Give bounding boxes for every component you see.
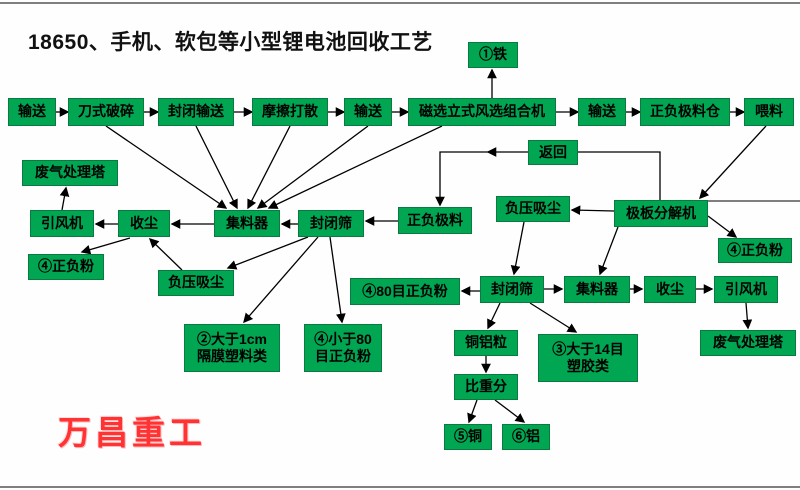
node-cixuan-zuheji: 磁选立式风选组合机 — [408, 98, 556, 126]
node-zhengfujiliao: 正负极料 — [398, 207, 472, 234]
node-yinfengji-1: 引风机 — [30, 210, 94, 237]
node-sujiaolei: ③大于14目 塑胶类 — [538, 334, 638, 382]
node-fuyaxichen-2: 负压吸尘 — [158, 270, 234, 296]
node-shouchen-1: 收尘 — [118, 210, 170, 237]
flow-arrow — [494, 399, 526, 423]
node-xiaoyu80-zhengfufen: ④小于80 目正负粉 — [304, 324, 382, 372]
node-shusong-1: 输送 — [8, 98, 56, 126]
flow-arrow — [195, 125, 238, 210]
flow-arrow — [80, 237, 131, 255]
node-fanhui: 返回 — [528, 140, 578, 165]
node-mocadasan: 摩擦打散 — [252, 98, 328, 126]
node-shouchen-2: 收尘 — [644, 276, 696, 303]
node-jiliaoqi-2: 集料器 — [564, 276, 630, 303]
flow-arrow — [742, 302, 753, 330]
node-shusong-3: 输送 — [578, 98, 626, 126]
flow-arrow — [510, 221, 525, 276]
node-fengbishusong: 封闭输送 — [158, 98, 234, 126]
flow-arrow — [699, 125, 767, 200]
page-title: 18650、手机、软包等小型锂电池回收工艺 — [28, 31, 433, 54]
node-80mu-zhengfufen: ④80目正负粉 — [350, 278, 460, 305]
node-lv: ⑥铝 — [502, 424, 550, 450]
watermark: 万昌重工 — [58, 414, 206, 451]
node-fuyaxichen-1: 负压吸尘 — [496, 196, 570, 222]
node-tonglvli: 铜铝粒 — [454, 330, 518, 356]
flow-arrow — [226, 236, 309, 270]
node-jiliaoqi-1: 集料器 — [214, 210, 280, 237]
node-tie: ①铁 — [468, 42, 518, 68]
node-zhengfufen-left: ④正负粉 — [28, 254, 104, 280]
node-feiqichulita-2: 废气处理塔 — [700, 330, 796, 356]
flow-arrow — [243, 236, 319, 324]
node-zhengfufen-right: ④正负粉 — [718, 238, 792, 263]
node-fengbishai-1: 封闭筛 — [298, 210, 364, 237]
node-shusong-2: 输送 — [344, 98, 392, 126]
flow-arrow — [467, 399, 478, 424]
node-tong: ⑤铜 — [444, 424, 492, 450]
node-yinfengji-2: 引风机 — [714, 276, 778, 303]
node-fengbishai-2: 封闭筛 — [480, 276, 544, 303]
node-bizhongfen: 比重分 — [454, 374, 518, 400]
flow-arrow — [529, 302, 578, 333]
flow-arrow — [256, 125, 369, 209]
node-daoshiposui: 刀式破碎 — [68, 98, 144, 126]
flow-arrow — [487, 302, 501, 330]
flow-arrow — [247, 125, 291, 210]
flow-arrow — [570, 205, 615, 216]
node-gemo-suliaolei: ②大于1cm 隔膜塑料类 — [184, 324, 280, 372]
flow-arrow — [105, 125, 228, 209]
flow-arrow — [598, 226, 619, 276]
flow-arrow — [148, 237, 183, 271]
flow-arrow — [435, 151, 488, 207]
flow-arrow — [267, 125, 443, 209]
flow-arrow — [329, 236, 346, 324]
flow-arrow — [707, 215, 738, 238]
flow-arrow — [59, 186, 70, 211]
node-weiliao: 喂料 — [744, 98, 794, 126]
node-jibanfenjieji: 极板分解机 — [614, 200, 708, 227]
node-zhengfuji-liaocang: 正负极料仓 — [640, 98, 730, 126]
node-feiqichulita-1: 废气处理塔 — [22, 160, 118, 186]
